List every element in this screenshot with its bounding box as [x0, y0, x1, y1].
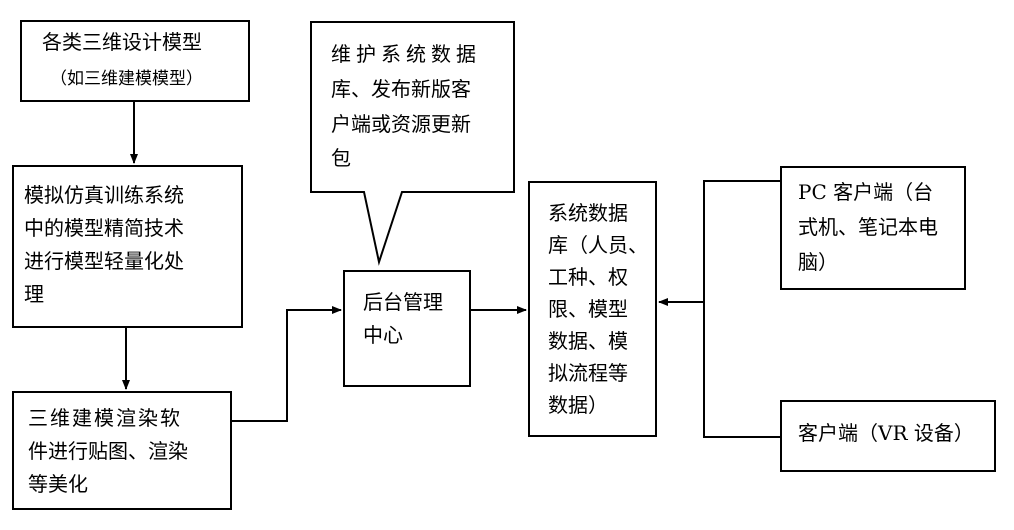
callout-line: 库、发布新版客 — [331, 77, 471, 101]
backend-line: 后台管理 — [363, 290, 443, 314]
database-line: 数据） — [548, 393, 608, 417]
callout-bubble — [310, 21, 515, 266]
model-simplify-line: 中的模型精简技术 — [24, 216, 184, 240]
vr-client-line: 客户端（VR 设备） — [798, 421, 974, 445]
callout-line: 维护系统数据 — [331, 42, 481, 66]
backend-line: 中心 — [363, 323, 403, 347]
backend-center-box: 后台管理 中心 — [343, 270, 471, 387]
database-line: 数据、模 — [548, 329, 628, 353]
design-models-subtitle: （如三维建模模型） — [50, 69, 203, 89]
database-line: 系统数据 — [548, 201, 628, 225]
pc-client-line: 式机、笔记本电 — [798, 215, 938, 239]
connector-pc-client — [703, 180, 780, 438]
pc-client-box: PC 客户端（台 式机、笔记本电 脑） — [780, 166, 966, 290]
render-box: 三维建模渲染软 件进行贴图、渲染 等美化 — [12, 391, 232, 510]
render-line: 三维建模渲染软 — [28, 406, 182, 430]
render-line: 等美化 — [28, 472, 88, 496]
database-line: 工种、权 — [548, 265, 628, 289]
pc-client-line: 脑） — [798, 250, 838, 274]
database-line: 拟流程等 — [548, 361, 628, 385]
database-line: 限、模型 — [548, 297, 628, 321]
render-line: 件进行贴图、渲染 — [28, 439, 188, 463]
model-simplify-box: 模拟仿真训练系统 中的模型精简技术 进行模型轻量化处 理 — [12, 165, 243, 328]
system-database-box: 系统数据 库（人员、 工种、权 限、模型 数据、模 拟流程等 数据） — [528, 181, 657, 437]
vr-client-box: 客户端（VR 设备） — [780, 400, 996, 472]
design-models-box: 各类三维设计模型 （如三维建模模型） — [20, 20, 250, 102]
model-simplify-line: 理 — [24, 282, 44, 306]
model-simplify-line: 模拟仿真训练系统 — [24, 183, 184, 207]
database-line: 库（人员、 — [548, 233, 648, 257]
model-simplify-line: 进行模型轻量化处 — [24, 249, 184, 273]
arrow-render-to-backend — [232, 306, 342, 422]
design-models-title: 各类三维设计模型 — [42, 30, 202, 54]
callout-line: 包 — [331, 146, 351, 170]
callout-line: 户端或资源更新 — [331, 112, 471, 136]
pc-client-line: PC 客户端（台 — [798, 180, 934, 204]
